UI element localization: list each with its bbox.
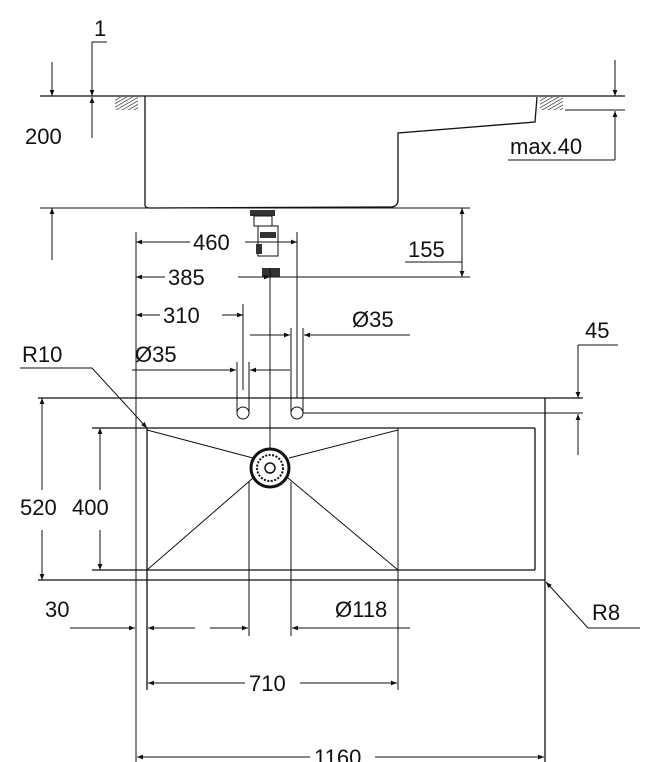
tap-hole-left — [236, 406, 250, 420]
hatch-right — [540, 97, 563, 110]
hatch-left — [115, 97, 138, 110]
dim-tap-385: 385 — [168, 265, 205, 290]
dim-tap-460: 460 — [193, 230, 230, 255]
dim-rim-thickness: 1 — [94, 16, 106, 41]
plan-view: 460 385 310 Ø35 Ø35 45 R10 520 400 30 — [20, 230, 640, 762]
dim-depth-outer: 520 — [20, 495, 57, 520]
dim-edge: 30 — [45, 597, 69, 622]
waste-fitting — [250, 210, 280, 277]
dim-waste-height: 155 — [408, 237, 445, 262]
radius-outer: R8 — [592, 600, 620, 625]
dim-total-width: 1160 — [314, 745, 361, 762]
side-view: 1 200 max.40 155 — [25, 16, 625, 278]
tap-hole-right — [290, 406, 304, 420]
radius-inner: R10 — [22, 342, 62, 367]
dim-hole-right: Ø35 — [352, 307, 394, 332]
sink-profile — [144, 96, 538, 209]
dim-depth: 200 — [25, 124, 62, 149]
dim-hole-offset: 45 — [585, 318, 609, 343]
drain-icon — [249, 447, 291, 489]
dim-hole-left: Ø35 — [135, 342, 177, 367]
dim-max-countertop: max.40 — [510, 134, 582, 159]
dim-tap-310: 310 — [163, 303, 200, 328]
dim-bowl-width: 710 — [249, 671, 286, 696]
dim-waste: Ø118 — [335, 597, 387, 622]
dim-depth-bowl: 400 — [72, 495, 109, 520]
